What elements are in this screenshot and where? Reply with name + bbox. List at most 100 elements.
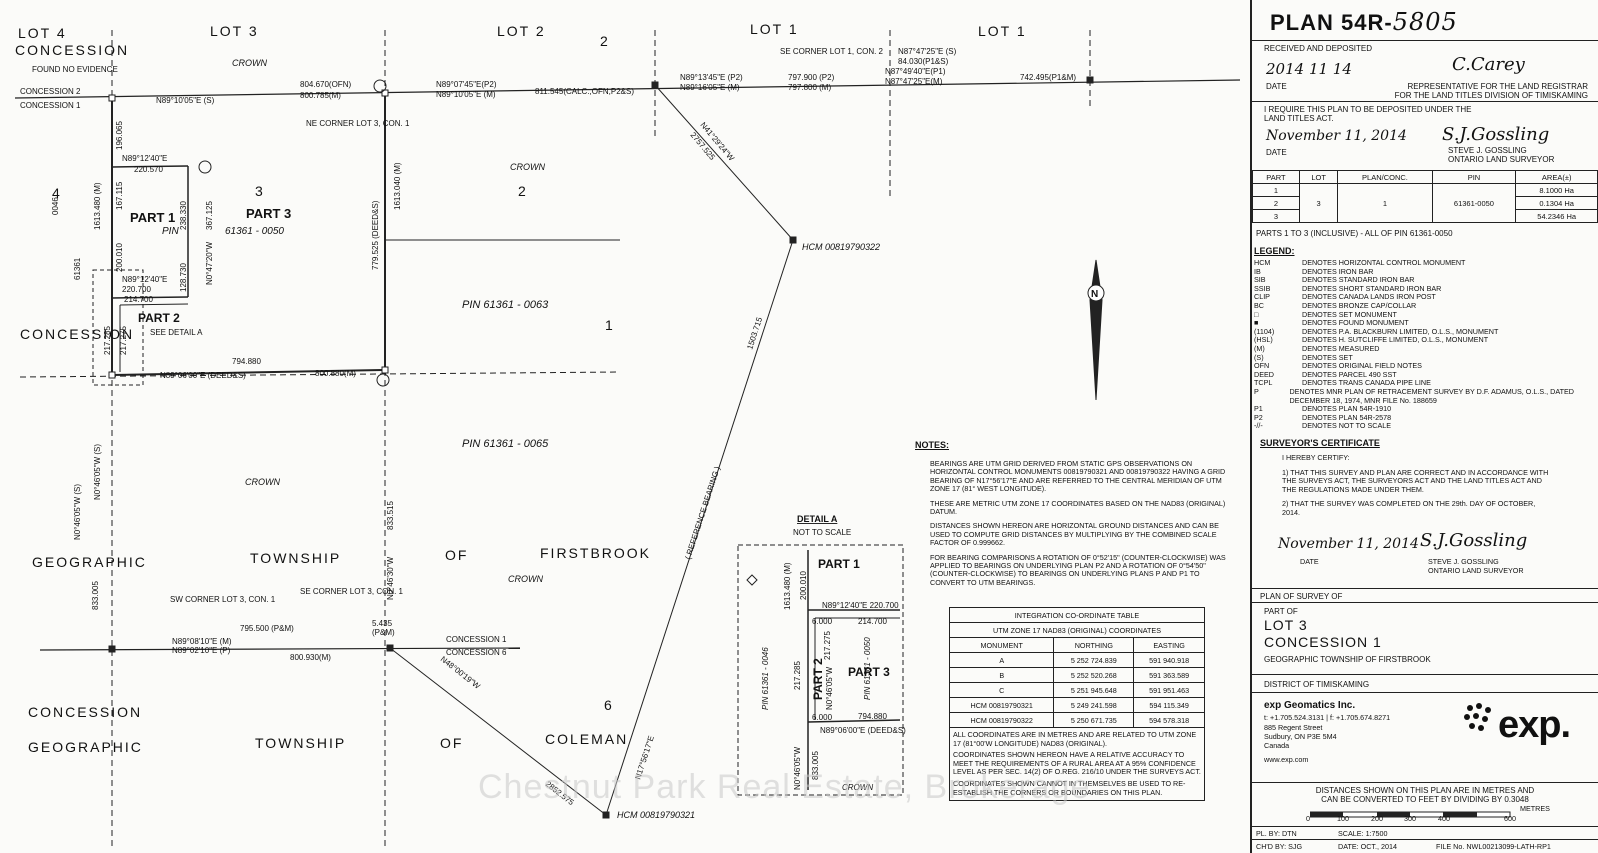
- parts-cell: 0.1304 Ha: [1515, 196, 1598, 210]
- se-corner-top-label: SE CORNER LOT 1, CON. 2: [780, 47, 884, 56]
- detail-west-200: 200.010: [799, 571, 808, 600]
- part1-north-dist: 220.570: [134, 165, 163, 174]
- detail-a-subtitle: NOT TO SCALE: [793, 528, 851, 537]
- legend-value: DENOTES H. SUTCLIFFE LIMITED, O.L.S., MO…: [1302, 335, 1489, 345]
- footer-pl-by: PL. BY: DTN: [1256, 829, 1297, 838]
- legend-key: CLIP: [1254, 292, 1270, 302]
- bearing-top-4: N89°07'45"E(P2): [436, 80, 497, 89]
- detail-dist-794: 794.880: [858, 712, 887, 721]
- west-dist-196: 196.065: [115, 121, 124, 150]
- reference-bearing-label: ( REFERENCE BEARING ): [683, 465, 722, 561]
- coord-foot-1: ALL COORDINATES ARE IN METRES AND ARE RE…: [953, 730, 1197, 748]
- sw-corner-label: SW CORNER LOT 3, CON. 1: [170, 595, 276, 604]
- coord-header: EASTING: [1133, 637, 1205, 653]
- plan-of-survey-label: PLAN OF SURVEY OF: [1260, 592, 1343, 601]
- township-heading: GEOGRAPHIC TOWNSHIP OF FIRSTBROOK: [1264, 655, 1431, 664]
- legend-value: DENOTES FOUND MONUMENT: [1302, 318, 1409, 328]
- plan-label: PLAN 54R-: [1270, 10, 1393, 35]
- bottom-bearing-left: N0°46'05"W (S): [93, 444, 102, 500]
- parts-note: PARTS 1 TO 3 (INCLUSIVE) - ALL OF PIN 61…: [1256, 229, 1453, 238]
- received-date: 2014 11 14: [1266, 60, 1352, 78]
- bottom-bearing-2: N89°02'10"E (P): [172, 646, 231, 655]
- certificate-date: November 11, 2014: [1278, 536, 1419, 552]
- of-label-1: OF: [445, 547, 468, 563]
- diagonal-2-dist: 1503.715: [745, 316, 764, 351]
- monument-east: [1086, 76, 1094, 84]
- legend-key: OFN: [1254, 361, 1270, 371]
- east-dist-deed: 779.525 (DEED&S): [371, 200, 380, 270]
- monument-hcm321: [602, 811, 610, 819]
- monument-c: [381, 366, 389, 374]
- bearing-top-14: N87°47'25"E(M): [885, 77, 943, 86]
- concession-label: CONCESSION: [20, 326, 134, 342]
- reference-bearing-line: [605, 239, 794, 816]
- legend-key: P: [1254, 386, 1259, 396]
- middle-south-bearing: N89°06'00"E (DEED&S): [160, 371, 246, 380]
- part1-east-128: 128.730: [179, 263, 188, 292]
- legend-item: -//-DENOTES NOT TO SCALE: [1254, 422, 1594, 431]
- bearing-top-6: 811.545(CALC.,OFN,P2&S): [535, 87, 634, 96]
- north-arrow-circle: [1087, 284, 1105, 302]
- middle-dist-1: 794.880: [232, 357, 261, 366]
- detail-pin46: PIN 61361 - 0046: [761, 647, 770, 710]
- company-web: www.exp.com: [1264, 755, 1309, 764]
- title-block: PLAN 54R-5805 RECEIVED AND DEPOSITED 201…: [1250, 0, 1598, 853]
- lot3-label: LOT 3: [210, 23, 259, 39]
- legend-item: (1104)DENOTES P.A. BLACKBURN LIMITED, O.…: [1254, 326, 1594, 337]
- legend-item: □DENOTES SET MONUMENT: [1254, 310, 1594, 320]
- south-boundary: [111, 369, 386, 376]
- monument-se-lot3: [386, 644, 394, 652]
- geographic-label-1: GEOGRAPHIC: [32, 554, 147, 570]
- concession-2-line-label: CONCESSION 2: [20, 87, 81, 96]
- bottom-west-833: 833.005: [91, 581, 100, 610]
- lot2-label: LOT 2: [497, 23, 546, 39]
- bottom-dist-1: 795.500 (P&M): [240, 624, 294, 633]
- detail-part2: PART 2: [811, 658, 825, 700]
- bearing-top-3: 800.785(M): [300, 91, 341, 100]
- notes-section: NOTES: BEARINGS ARE UTM GRID DERIVED FRO…: [915, 440, 1230, 593]
- legend-item: (HSL)DENOTES H. SUTCLIFFE LIMITED, O.L.S…: [1254, 336, 1594, 345]
- legend-key: -//-: [1254, 421, 1263, 431]
- bearing-top-12: 84.030(P1&S): [898, 57, 949, 66]
- surveyor-signature: S.J.Gossling: [1442, 124, 1550, 145]
- concession2-label: CONCESSION: [15, 42, 129, 58]
- bottom-east-833: 833.515: [386, 501, 395, 530]
- west-dist-1613: 1613.480 (M): [93, 182, 102, 230]
- coord-cell: 5 249 241.598: [1053, 697, 1135, 713]
- detail-part1: PART 1: [818, 557, 860, 571]
- surveyor-name: STEVE J. GOSSLING: [1448, 146, 1527, 155]
- pin46-vertical-2: 61361: [73, 257, 82, 280]
- detail-a-callout-box: [92, 269, 144, 386]
- legend-key: (1104): [1254, 326, 1275, 336]
- firstbrook-label: FIRSTBROOK: [540, 545, 651, 561]
- legend-value: DENOTES STANDARD IRON BAR: [1302, 275, 1415, 285]
- of-label-2: OF: [440, 735, 463, 751]
- west-dist-217: 217.285: [103, 326, 112, 355]
- scale-tick: 300: [1404, 814, 1416, 823]
- legend-key: DEED: [1254, 369, 1274, 379]
- coord-header: NORTHING: [1053, 637, 1135, 653]
- hcm322-label: HCM 00819790322: [802, 242, 880, 252]
- surveyor-title: ONTARIO LAND SURVEYOR: [1448, 155, 1555, 164]
- part1-label: PART 1: [130, 210, 175, 225]
- monument-lot1-2: [651, 81, 659, 89]
- legend-key: (M): [1254, 343, 1265, 353]
- legend-item: (M)DENOTES MEASURED: [1254, 343, 1594, 354]
- bottom-dist-2: 800.930(M): [290, 653, 331, 662]
- parts-header: PART: [1252, 170, 1300, 184]
- legend-key: TCPL: [1254, 378, 1273, 388]
- note-paragraph: THESE ARE METRIC UTM ZONE 17 COORDINATES…: [930, 498, 1226, 517]
- legend-value: DENOTES SET: [1302, 352, 1353, 362]
- concession6-label: CONCESSION: [28, 704, 142, 720]
- ne-corner-label: NE CORNER LOT 3, CON. 1: [306, 119, 410, 128]
- monument-nw: [108, 94, 116, 102]
- township-label-2: TOWNSHIP: [255, 735, 346, 751]
- scale-tick: 200: [1371, 814, 1383, 823]
- part2-label: PART 2: [138, 311, 180, 325]
